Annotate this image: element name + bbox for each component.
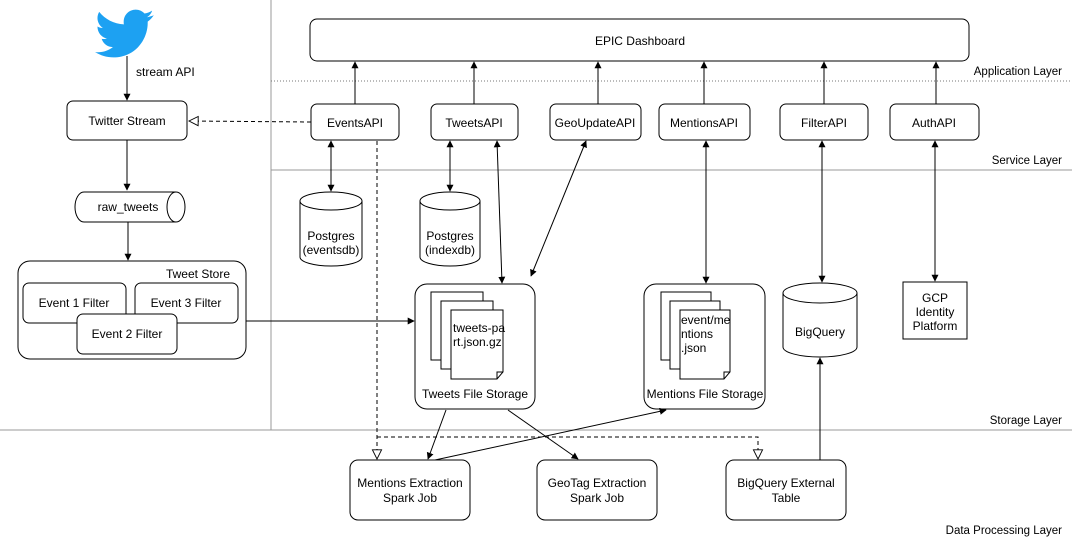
mentions-file-fold: [723, 371, 730, 379]
service-layer-label: Service Layer: [992, 155, 1062, 167]
event3-filter-box: [134, 282, 239, 324]
mentions-file-label-3: .json: [681, 341, 706, 355]
bq-table-label-2: Table: [772, 491, 801, 505]
tweet-store-label: Tweet Store: [166, 267, 230, 281]
application-layer-label: Application Layer: [974, 66, 1062, 78]
event1-filter-label: Event 1 Filter: [39, 296, 110, 310]
geoupdateapi-box: [549, 103, 642, 141]
stream-api-label: stream API: [136, 65, 195, 79]
bigquery-external-table-box: [725, 459, 847, 521]
eventsapi-to-bq-table-dashed: [377, 436, 758, 459]
storage-layer-label: Storage Layer: [990, 415, 1062, 427]
event2-filter-box: [76, 313, 178, 355]
mentions-file-label-1: event/me: [681, 313, 731, 327]
mentions-file-page-1: [679, 309, 731, 380]
storage-to-mentions-job-arrow: [426, 409, 447, 460]
postgres-indexdb-label-1: Postgres: [426, 229, 473, 243]
tweets-file-fold: [496, 371, 503, 379]
raw-tweets-label: raw_tweets: [98, 200, 159, 214]
mentions-file-storage-label: Mentions File Storage: [647, 387, 764, 401]
bq-table-label-1: BigQuery External: [737, 476, 834, 490]
mentions-file-label-2: ntions: [681, 327, 713, 341]
mentions-job-label-2: Spark Job: [383, 491, 437, 505]
authapi-label: AuthAPI: [912, 116, 956, 130]
tweets-file-label-2: rt.json.gz: [453, 335, 502, 349]
gcp-label-1: GCP: [922, 291, 948, 305]
eventsapi-label: EventsAPI: [327, 116, 383, 130]
eventsapi-to-stream-dashed-arrow: [189, 121, 312, 122]
tweets-file-page-1: [450, 309, 504, 380]
tweets-file-label-1: tweets-pa: [453, 321, 505, 335]
tweetsapi-label: TweetsAPI: [445, 116, 502, 130]
gcp-identity-platform-box: [902, 281, 968, 340]
mentionsapi-label: MentionsAPI: [670, 116, 738, 130]
twitter-stream-label: Twitter Stream: [88, 114, 165, 128]
mentions-job-label-1: Mentions Extraction: [357, 476, 462, 490]
tweetsapi-storage-arrow: [493, 140, 506, 284]
postgres-indexdb-cylinder: [419, 191, 481, 267]
gcp-label-2: Identity: [916, 305, 955, 319]
tweets-file-storage-label: Tweets File Storage: [422, 387, 528, 401]
processing-layer-label: Data Processing Layer: [946, 525, 1063, 537]
geoupdateapi-label: GeoUpdateAPI: [555, 116, 636, 130]
twitter-bird-icon: [95, 9, 154, 58]
bigquery-cylinder: [782, 282, 858, 358]
geotag-extraction-job-box: [536, 459, 658, 521]
postgres-eventsdb-label-1: Postgres: [307, 229, 354, 243]
geotag-job-label-1: GeoTag Extraction: [548, 476, 647, 490]
epic-dashboard-box: [309, 18, 970, 62]
geotag-job-label-2: Spark Job: [570, 491, 624, 505]
gcp-label-3: Platform: [913, 319, 958, 333]
epic-dashboard-label: EPIC Dashboard: [595, 34, 685, 48]
event2-filter-label: Event 2 Filter: [92, 327, 163, 341]
authapi-box: [889, 103, 980, 141]
postgres-eventsdb-cylinder: [299, 191, 363, 267]
postgres-indexdb-label-2: (indexdb): [425, 243, 475, 257]
postgres-eventsdb-label-2: (eventsdb): [303, 243, 360, 257]
bigquery-label: BigQuery: [795, 325, 845, 339]
event3-filter-label: Event 3 Filter: [151, 296, 222, 310]
mentions-extraction-job-box: [349, 459, 471, 521]
geoupdateapi-storage-arrow: [530, 140, 587, 277]
mentions-job-to-mentions-storage-arrow: [434, 407, 667, 461]
filterapi-label: FilterAPI: [801, 116, 847, 130]
raw-tweets-queue: [74, 191, 186, 223]
event1-filter-box: [22, 282, 127, 324]
storage-to-geotag-job-arrow: [507, 409, 579, 460]
